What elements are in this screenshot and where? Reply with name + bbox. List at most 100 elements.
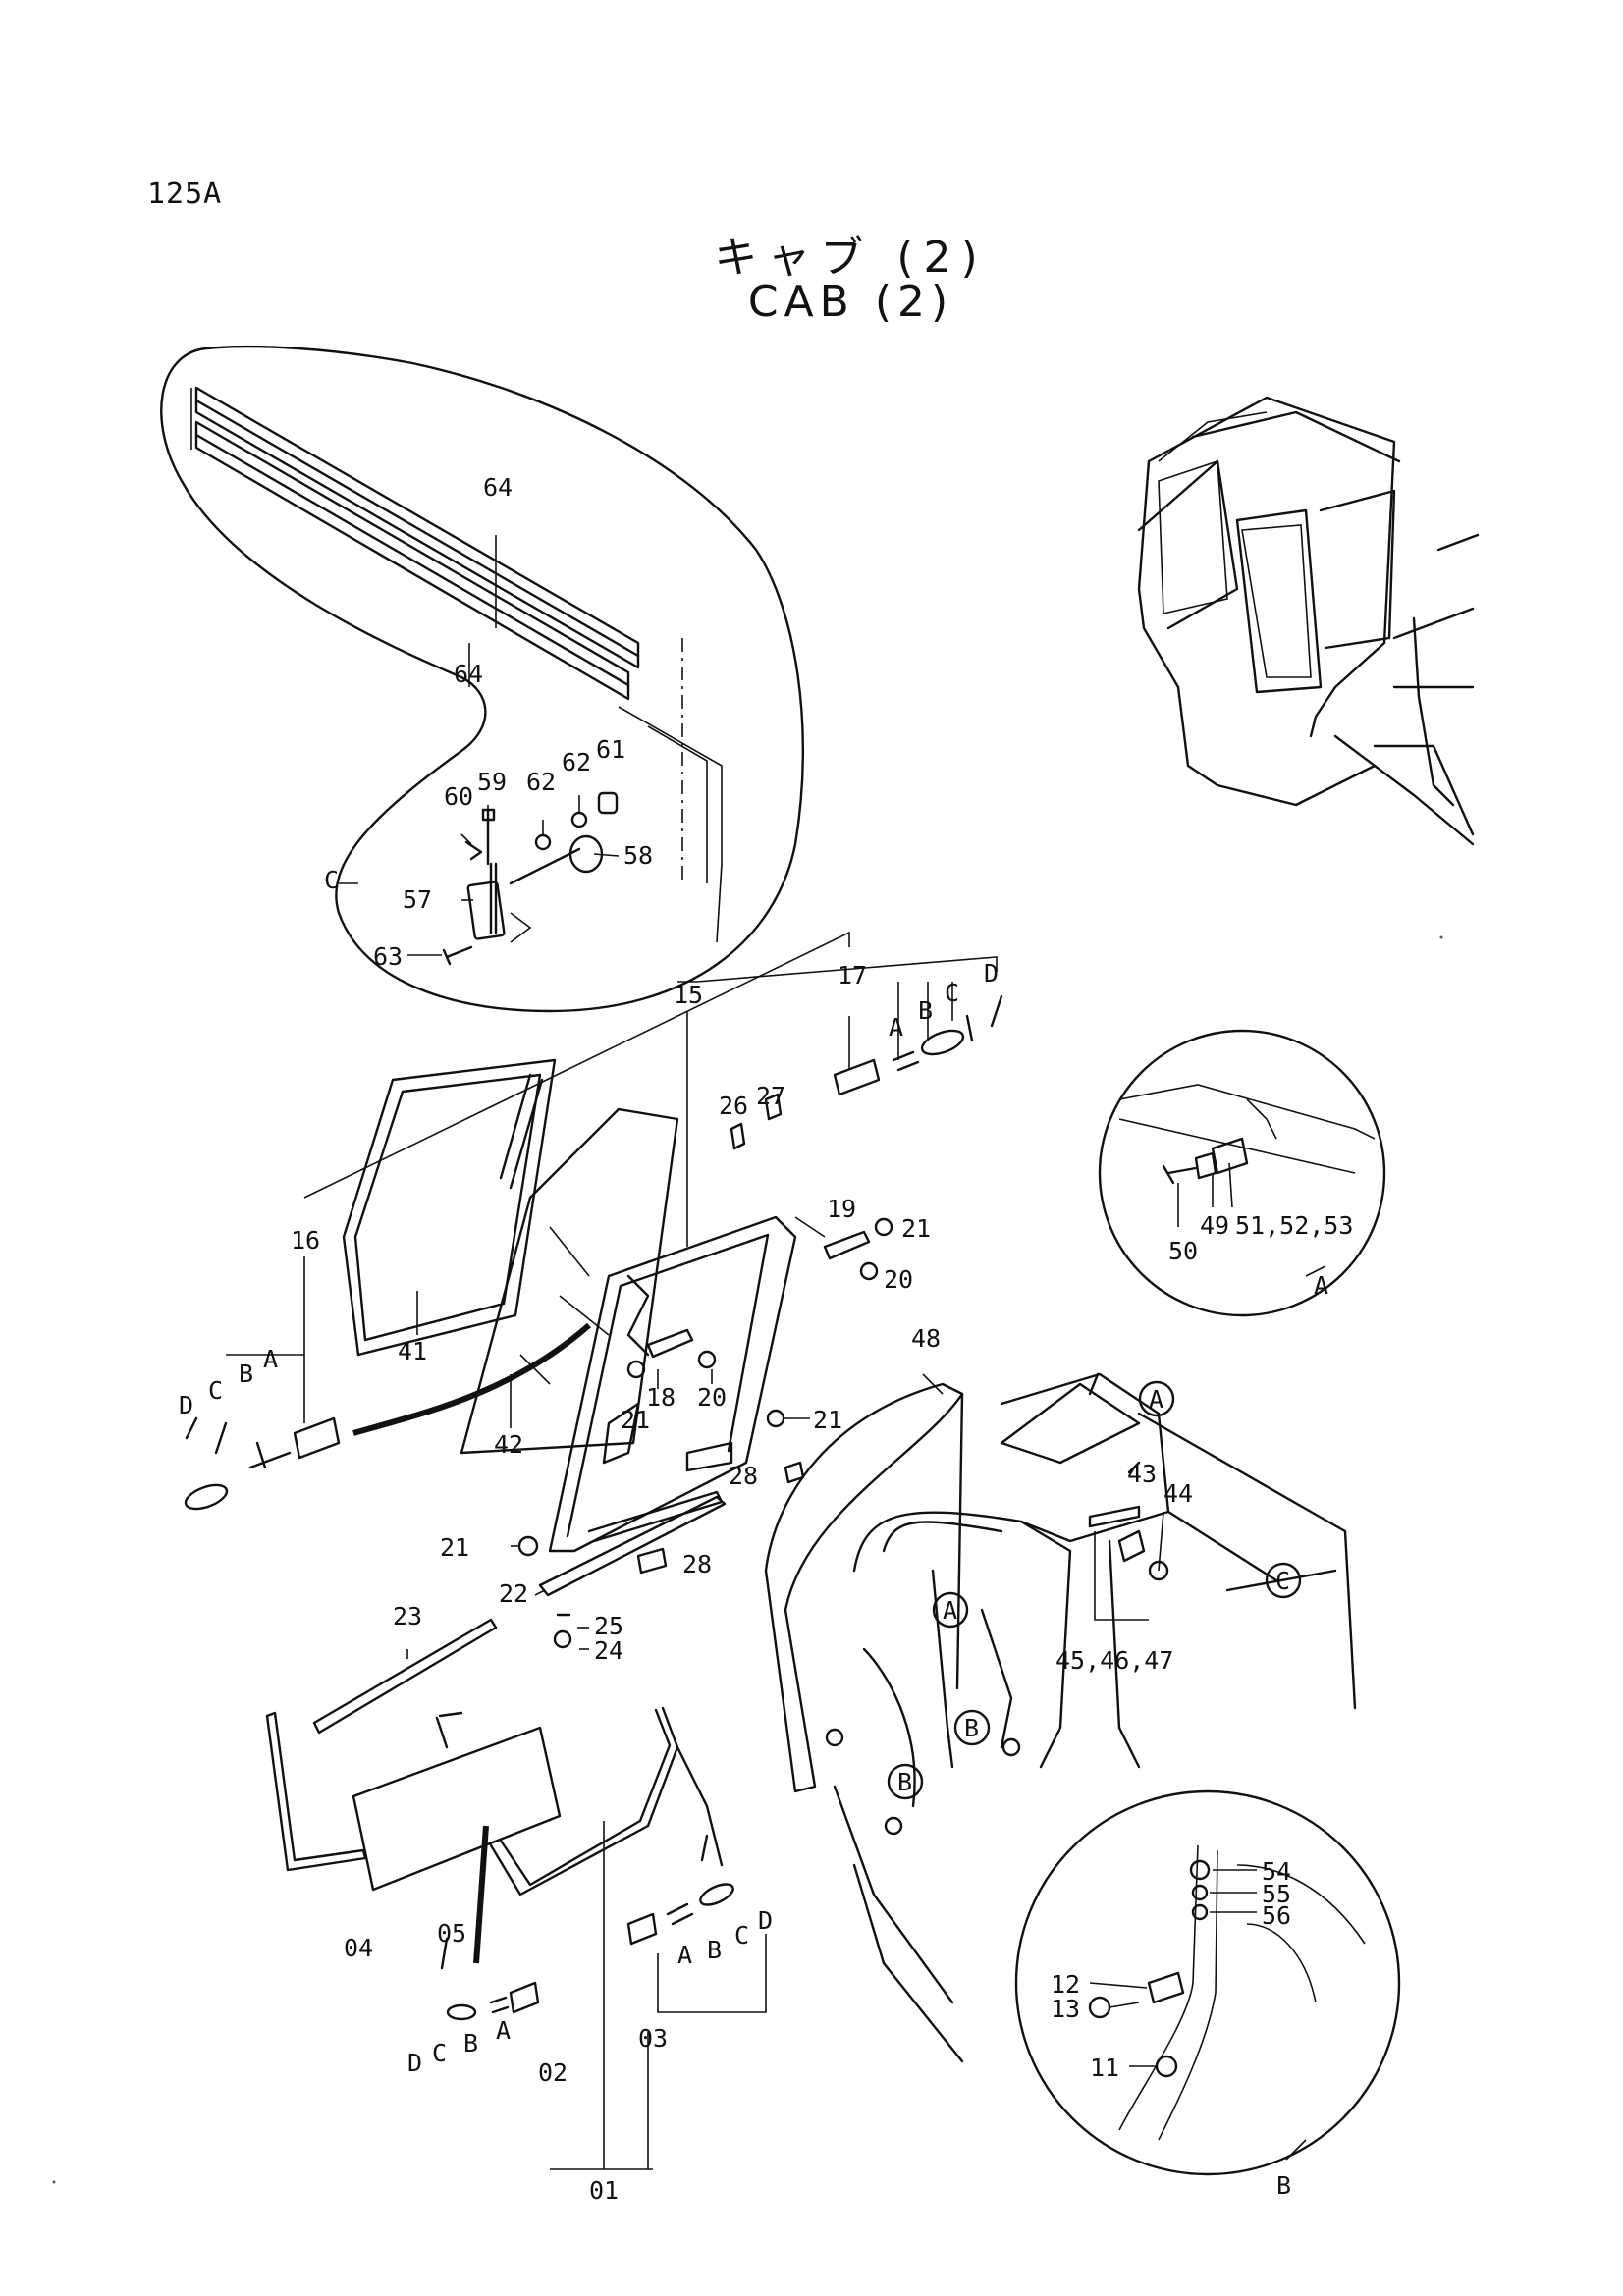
svg-text:B: B [964,1714,979,1742]
part-43-bracket [1117,1529,1146,1563]
label-detail-b: B [1276,2171,1291,2200]
part-54-bolt [1189,1859,1211,1881]
part-20-bolt-a [859,1261,879,1281]
part-42-glass [460,1107,679,1455]
label-03-b: B [707,1936,722,1964]
part-03-latch [626,1912,658,1946]
detail-b-view [1014,1789,1401,2176]
part-19-link [823,1230,871,1260]
label-56: 56 [1262,1901,1291,1930]
part-15-frame [548,1215,797,1553]
detail-a-view [1098,1029,1386,1317]
part-21-bush-d [517,1535,539,1557]
part-01-frame [489,1706,679,1896]
label-25: 25 [594,1612,623,1640]
part-04-stay [265,1711,367,1872]
label-02-c: C [432,2039,447,2067]
label-45-46-47: 45,46,47 [1055,1646,1173,1675]
sealing-strip [352,1322,591,1436]
label-02: 02 [538,2058,568,2087]
label-42: 42 [494,1430,523,1459]
part-62-washer-b [570,811,588,828]
part-61-bolt [597,791,619,815]
label-43: 43 [1127,1460,1157,1488]
label-59: 59 [477,768,507,796]
label-02-a: A [496,2016,511,2045]
label-58: 58 [623,841,653,870]
cab-overview [1137,396,1480,846]
part-41-seal [342,1058,557,1357]
part-57-bracket [466,881,506,940]
label-c: C [324,866,339,894]
part-49-nut [1194,1151,1217,1180]
callout-a: A [932,1591,969,1629]
label-28: 28 [729,1462,758,1490]
part-21-bush-c [766,1409,785,1428]
part-23-strip [312,1618,498,1735]
svg-text:C: C [1275,1567,1290,1595]
label-16-c: C [208,1376,223,1405]
label-17-d: D [984,959,999,988]
label-17-a: A [889,1013,903,1041]
part-63-screw [442,945,473,966]
label-02-b: B [463,2029,478,2057]
circled-callouts: A A B B C [887,1380,1302,1800]
part-labels: 64 64 59 60 62 62 61 58 57 63 C 15 17 A … [179,473,1353,2205]
label-detail-a: A [1314,1271,1328,1300]
label-03-c: C [734,1921,749,1949]
label-21: 21 [901,1214,931,1243]
detail-a-circle [1098,1029,1386,1317]
label-54: 54 [1262,1857,1291,1886]
label-19: 19 [827,1195,856,1223]
part-02-latch [509,1981,540,2014]
label-01: 01 [589,2176,619,2205]
label-03-a: A [677,1941,692,1969]
label-28: 28 [682,1550,712,1578]
label-16-d: D [179,1391,193,1419]
part-51-53-plate [1211,1137,1249,1175]
label-13: 13 [1051,1995,1080,2023]
part-56-nut [1191,1903,1209,1921]
callout-b: B [953,1709,991,1746]
part-18-link [646,1328,694,1359]
label-64: 64 [483,473,513,502]
title-english: CAB (2) [747,277,954,327]
label-24: 24 [594,1636,623,1665]
label-60: 60 [444,782,473,811]
part-21-bush-a [874,1217,893,1237]
svg-text:B: B [897,1768,912,1796]
label-21: 21 [813,1406,842,1434]
label-64: 64 [454,660,483,688]
detail-b-circle [1014,1789,1401,2176]
part-16-latch [293,1416,341,1460]
label-05: 05 [437,1919,466,1948]
part-60-clip [464,840,483,861]
part-13-bolt [1088,1996,1111,2019]
label-02-d: D [407,2049,422,2077]
label-03: 03 [638,2024,668,2053]
part-28-cap-b [636,1547,668,1575]
label-20: 20 [884,1265,913,1294]
label-15: 15 [674,981,703,1009]
label-21: 21 [440,1533,469,1562]
part-45-47-plate [1088,1505,1141,1528]
callout-b: B [887,1763,924,1800]
weatherstrip-64-upper [194,386,640,669]
detail-c-view [160,345,805,1013]
label-44: 44 [1163,1479,1193,1508]
label-62: 62 [562,748,591,776]
part-05-glass [352,1726,562,1892]
label-17-b: B [918,996,933,1025]
label-16: 16 [291,1226,320,1255]
window-frame-assembly [184,931,1003,1735]
page-code: 125A [147,177,223,211]
cab-body-outline [1137,396,1396,807]
label-16-a: A [263,1345,278,1373]
label-62: 62 [526,768,556,796]
label-11: 11 [1090,2054,1119,2082]
label-51-52-53: 51,52,53 [1235,1211,1353,1240]
label-17: 17 [838,961,867,989]
label-20: 20 [697,1383,727,1412]
part-24-screw [553,1629,572,1649]
